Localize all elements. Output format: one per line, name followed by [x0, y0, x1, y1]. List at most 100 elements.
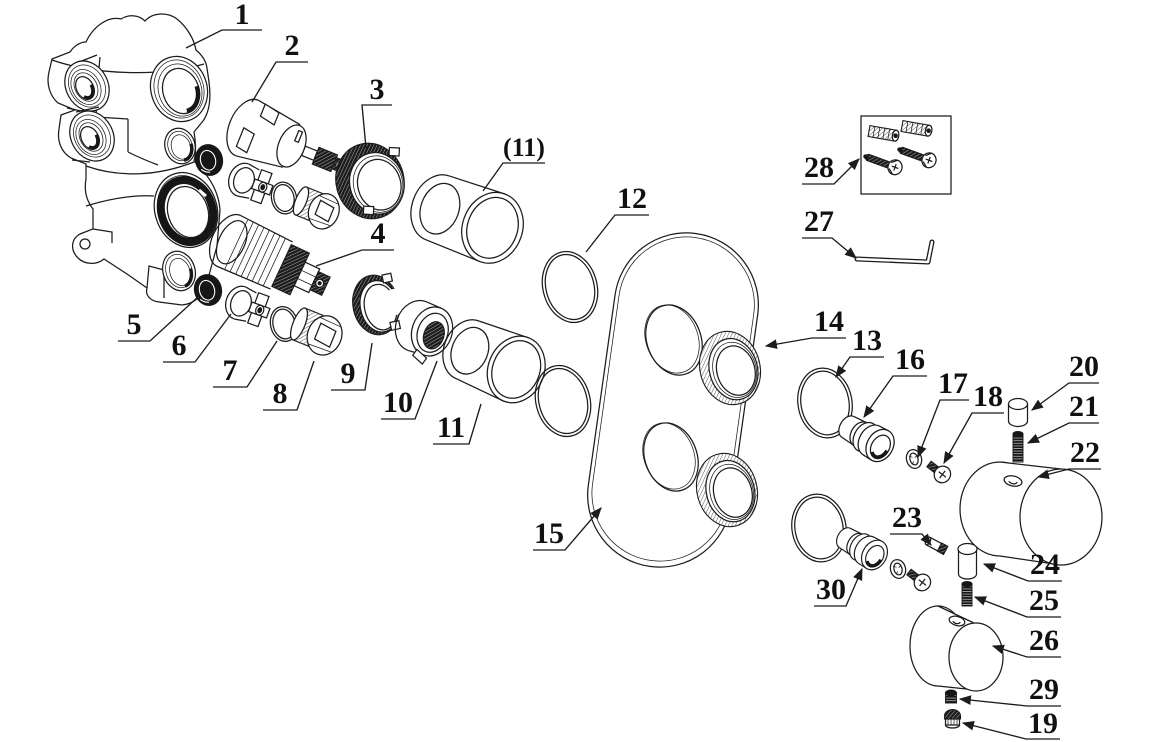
- part-number-25: 25: [1029, 584, 1059, 617]
- part-number-7: 7: [223, 354, 238, 387]
- body-opening-bottom: [161, 250, 197, 292]
- part-number-14: 14: [814, 305, 844, 338]
- callout-leader-24: [982, 563, 1062, 582]
- part-number-24: 24: [1030, 548, 1060, 581]
- callout-leader-15: [533, 507, 602, 551]
- part-number-9: 9: [341, 357, 356, 390]
- part-number-1: 1: [235, 0, 250, 31]
- allen-key: [854, 239, 935, 265]
- part-number-27: 27: [804, 205, 834, 238]
- thermostatic-cartridge: [208, 214, 331, 297]
- part-number-3: 3: [370, 73, 385, 106]
- callout-leader-8: [263, 360, 315, 411]
- adapter-lower: [835, 527, 889, 571]
- part-number-23: 23: [892, 501, 922, 534]
- part-number-19: 19: [1028, 707, 1058, 740]
- lock-washer-lower: [889, 558, 907, 580]
- callout-leader-28: [802, 158, 860, 185]
- part-number-8: 8: [273, 377, 288, 410]
- push-fit-cap: [943, 709, 962, 729]
- callout-leader-29: [958, 695, 1061, 707]
- part-number-13: 13: [852, 324, 882, 357]
- callout-leader-17: [917, 399, 969, 459]
- trim-ring-lower: [695, 452, 759, 528]
- part-number-30: 30: [816, 573, 846, 606]
- check-valve-upper: [227, 162, 274, 205]
- check-valve-lower: [224, 285, 271, 328]
- callout-leader-20: [1031, 382, 1099, 411]
- part-number-15: 15: [534, 517, 564, 550]
- pin: [924, 536, 949, 556]
- callout-leader-2: [251, 61, 308, 103]
- set-screw-21: [1012, 431, 1024, 463]
- lock-ring: [335, 142, 405, 220]
- set-screw-25: [961, 581, 973, 607]
- part-number-2: 2: [285, 29, 300, 62]
- plug-upper: [292, 186, 340, 230]
- part-number-21: 21: [1069, 390, 1099, 423]
- seal-lower: [193, 274, 223, 306]
- part-number-11: 11: [437, 411, 465, 444]
- oring-12-lower: [534, 364, 592, 438]
- diverter-cartridge: [226, 98, 347, 174]
- oring-12-upper: [541, 250, 599, 324]
- part-number-10: 10: [383, 386, 413, 419]
- callout-leader-21: [1026, 422, 1099, 444]
- sleeve-upper: [410, 174, 524, 264]
- callout-leader-23: [890, 533, 932, 546]
- callout-leader-22: [1036, 468, 1101, 479]
- inlet-port-lower: [69, 106, 115, 163]
- callout-leader-30: [814, 567, 863, 607]
- mounting-hole: [79, 238, 91, 250]
- snap-ring: [352, 272, 407, 336]
- part-number-6: 6: [172, 329, 187, 362]
- sleeve-lower: [442, 319, 546, 404]
- oring-13-upper: [797, 367, 853, 439]
- valve-body: [47, 13, 221, 306]
- callout-leader-27: [802, 237, 857, 259]
- part-number-26: 26: [1029, 624, 1059, 657]
- cap-cylinder: [1007, 397, 1029, 428]
- handle-upper: [959, 461, 1103, 566]
- fixing-kit-box: [860, 115, 952, 195]
- screw-upper: [926, 460, 952, 484]
- handle-lower: [909, 605, 1004, 692]
- part-number-4: 4: [371, 217, 386, 250]
- callout-leader-6: [163, 313, 232, 363]
- body-opening-top: [149, 55, 209, 123]
- callout-leader-18: [943, 412, 1004, 465]
- part-number-20: 20: [1069, 350, 1099, 383]
- callout-leader-16: [863, 375, 927, 418]
- callout-leader-4: [315, 249, 394, 267]
- part-number-(11): (11): [503, 133, 545, 162]
- part-number-5: 5: [127, 308, 142, 341]
- callout-leader-11: [433, 403, 482, 445]
- callout-leader-3: [361, 104, 392, 149]
- handle-indicator-hole: [948, 615, 966, 627]
- adapter-upper: [838, 415, 895, 463]
- part-number-29: 29: [1029, 673, 1059, 706]
- body-opening-lower: [153, 171, 219, 249]
- callout-leader-10: [381, 360, 438, 420]
- part-number-16: 16: [895, 343, 925, 376]
- seal-upper: [194, 144, 224, 176]
- fixing-screw: [897, 146, 937, 169]
- fixing-screw: [863, 153, 903, 176]
- callout-leader-25: [973, 596, 1061, 618]
- callout-leader-14: [764, 337, 846, 349]
- handle-indicator-hole: [1003, 475, 1023, 487]
- callout-leader-9: [331, 342, 373, 391]
- callout-leader-19: [961, 720, 1060, 740]
- inlet-port-upper: [64, 54, 110, 113]
- grub-screw: [945, 689, 957, 704]
- oring-7-upper: [270, 181, 298, 215]
- callout-leader-(11): [482, 162, 545, 192]
- stop-ring: [394, 299, 454, 366]
- wall-anchor: [867, 124, 900, 142]
- callout-leader-5: [118, 295, 200, 342]
- callout-leader-7: [213, 340, 278, 388]
- wall-anchor: [900, 119, 933, 137]
